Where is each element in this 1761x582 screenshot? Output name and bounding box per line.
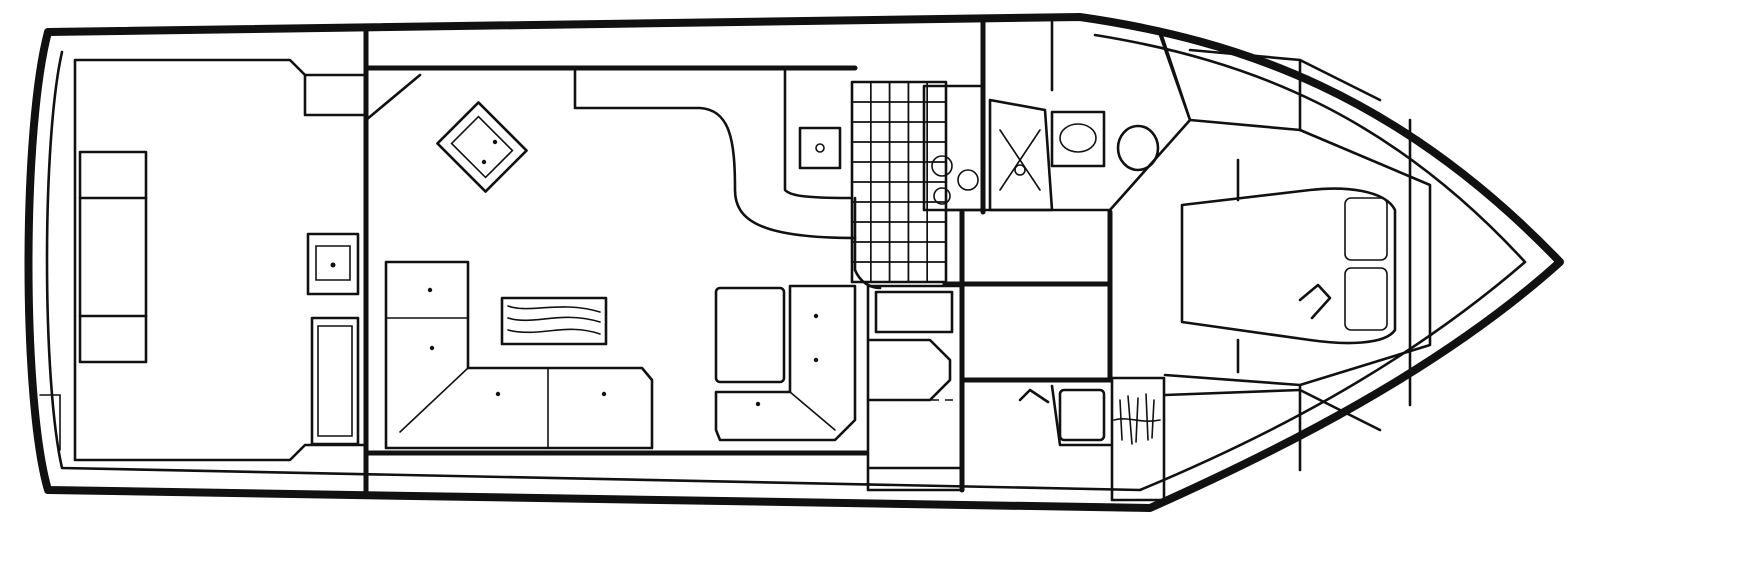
floor-tile — [927, 142, 946, 162]
transom-corner — [40, 395, 60, 450]
floor-tile — [871, 262, 890, 282]
floor-tile — [927, 122, 946, 142]
floor-tile — [890, 202, 909, 222]
companionway-stairs — [868, 286, 962, 490]
berth-turned-cover — [1300, 285, 1330, 318]
floor-tile — [908, 222, 927, 242]
cockpit-sink — [308, 234, 358, 294]
aft-cockpit — [40, 60, 365, 460]
floor-tile — [871, 122, 890, 142]
shower-drain — [1000, 130, 1040, 190]
galley-sink — [800, 128, 840, 168]
floor-tile — [852, 82, 871, 102]
floor-tile — [908, 262, 927, 282]
floor-tile — [890, 222, 909, 242]
salon-to-galley-step — [855, 198, 880, 288]
floor-tile — [890, 102, 909, 122]
floor-tile — [871, 82, 890, 102]
galley-floor-tiles — [852, 82, 946, 282]
floor-tile — [927, 202, 946, 222]
floor-tile — [927, 162, 946, 182]
berth-pillows — [1345, 198, 1387, 330]
dinette-seat — [716, 286, 855, 440]
floor-tile — [890, 82, 909, 102]
floor-tile — [927, 222, 946, 242]
vanity — [1052, 112, 1104, 166]
floor-tile — [852, 102, 871, 122]
floor-tile — [871, 142, 890, 162]
floor-tile — [927, 242, 946, 262]
floor-tile — [927, 102, 946, 122]
floor-tile — [871, 102, 890, 122]
floor-tile — [890, 242, 909, 262]
hatch-skylight — [437, 102, 526, 191]
forward-stateroom — [1160, 35, 1430, 470]
floor-tile — [890, 142, 909, 162]
floor-tile — [890, 262, 909, 282]
floor-tile — [852, 122, 871, 142]
galley-stove — [924, 86, 982, 210]
floor-tile — [890, 182, 909, 202]
galley-counter — [575, 68, 855, 238]
head-compartment — [945, 22, 1190, 212]
hull-outline — [29, 17, 1561, 508]
floor-tile — [871, 162, 890, 182]
floor-tile — [852, 142, 871, 162]
floor-tile — [871, 242, 890, 262]
guest-head — [1020, 386, 1110, 445]
cockpit-step — [305, 75, 365, 115]
floor-tile — [871, 222, 890, 242]
floor-tile — [871, 182, 890, 202]
toilet — [1118, 126, 1158, 170]
floor-tile — [852, 162, 871, 182]
helm-console — [366, 75, 420, 120]
floor-tile — [871, 202, 890, 222]
hanging-locker — [1112, 378, 1164, 500]
floor-tile — [890, 122, 909, 142]
salon-table — [502, 298, 606, 344]
cockpit-locker — [312, 318, 358, 444]
salon-l-sofa — [386, 262, 652, 448]
floor-tile — [890, 162, 909, 182]
gunwale-line — [47, 35, 1525, 490]
v-berth — [1182, 189, 1395, 343]
floor-tile — [908, 242, 927, 262]
vanity-basin — [1060, 124, 1096, 152]
floor-tile — [927, 182, 946, 202]
cockpit-bench — [80, 152, 146, 362]
salon — [366, 68, 880, 453]
floor-tile — [927, 262, 946, 282]
